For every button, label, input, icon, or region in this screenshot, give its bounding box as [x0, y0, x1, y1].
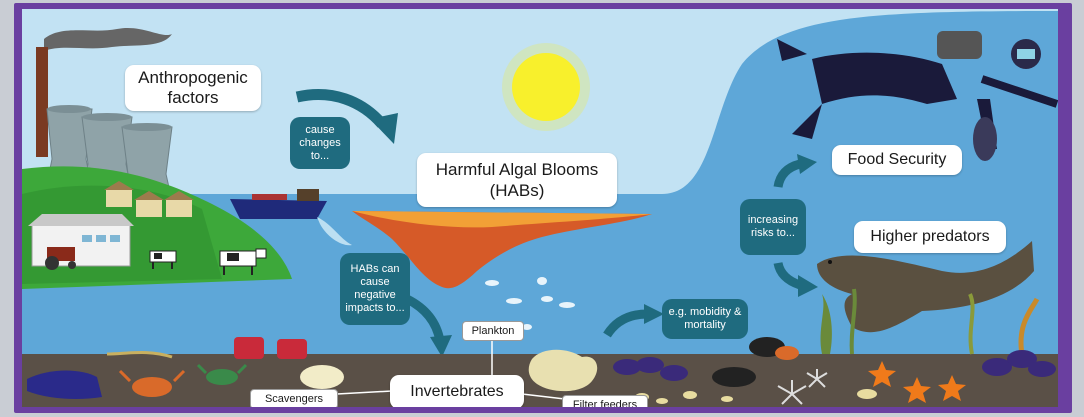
invertebrates-label: Invertebrates: [390, 375, 524, 407]
filter-feeders-label: Filter feeders: [562, 395, 648, 407]
increasing-risks-label: increasing risks to...: [740, 199, 806, 255]
diagram-canvas: Anthropogenic factors cause changes to..…: [22, 9, 1058, 407]
chimney: [36, 47, 48, 157]
plankton-label: Plankton: [462, 321, 524, 341]
anthropogenic-label: Anthropogenic factors: [125, 65, 261, 111]
whelk: [300, 365, 344, 389]
habs-label: Harmful Algal Blooms (HABs): [417, 153, 617, 207]
scavengers-label: Scavengers: [250, 389, 338, 407]
higher-predators-label: Higher predators: [854, 221, 1006, 253]
cause-changes-label: cause changes to...: [290, 117, 350, 169]
mobidity-label: e.g. mobidity & mortality: [662, 299, 748, 339]
habs-impacts-label: HABs can cause negative impacts to...: [340, 253, 410, 325]
ship: [230, 199, 327, 219]
oyster: [712, 367, 756, 387]
food-security-label: Food Security: [832, 145, 962, 175]
